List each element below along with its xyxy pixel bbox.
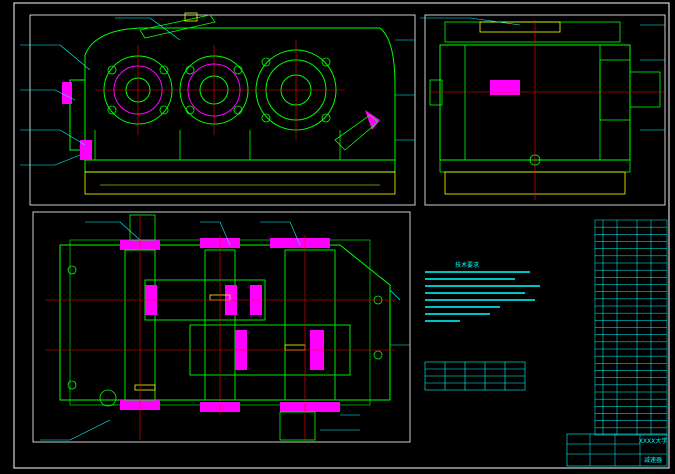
technical-requirements: 技术要求 (425, 261, 540, 322)
specs-table (424, 361, 526, 391)
title-block: XXXX大学 减速器 (566, 433, 668, 467)
leader-lines (20, 17, 665, 441)
top-section-view (32, 211, 411, 443)
front-view (29, 12, 416, 206)
drawing-frame (13, 2, 670, 469)
parts-list (594, 219, 668, 436)
tech-req-title: 技术要求 (455, 261, 479, 269)
title-block-company: XXXX大学 (639, 437, 667, 445)
side-view (424, 14, 666, 206)
title-block-name: 减速器 (644, 456, 662, 464)
